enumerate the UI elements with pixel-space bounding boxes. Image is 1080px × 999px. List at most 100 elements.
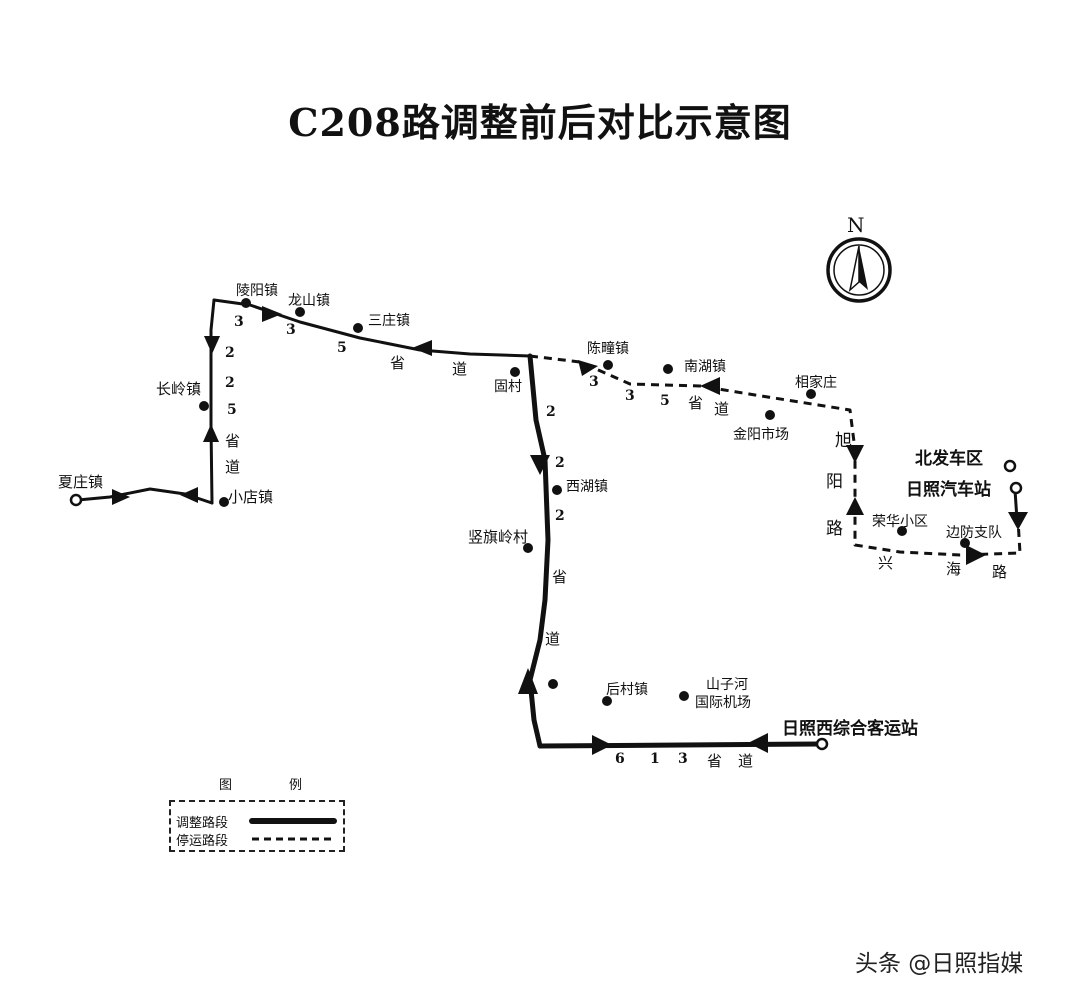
station-dot [679,691,689,701]
route-s222 [527,353,551,749]
road-label: 5 [337,340,347,356]
road-label: 3 [286,322,296,338]
watermark: 头条 @日照指媒 [855,951,1024,977]
road-label: 3 [625,388,635,404]
station-dot [199,401,209,411]
arrow-icon [846,445,864,463]
station-label: 竖旗岭村 [468,528,529,546]
road-label: 道 [714,400,730,418]
station-dot [523,543,533,553]
legend-adjusted-label: 调整路段 [176,816,229,831]
station-label: 陵阳镇 [236,283,278,299]
road-label: 3 [234,314,244,330]
arrow-icon [262,306,282,322]
station-label: 西湖镇 [566,479,608,495]
station-label: 北发车区 [915,449,983,469]
road-label: 3 [678,751,688,767]
station-label: 山子河 [706,677,748,693]
station-label: 南湖镇 [684,359,726,375]
station-label: 相家庄 [795,375,837,391]
station-label: 夏庄镇 [58,473,104,491]
road-label: 旭 [835,431,852,451]
arrow-icon [412,340,432,356]
road-label: 2 [225,345,235,361]
road-label: 省 [552,568,568,586]
legend-title: 图 [219,778,233,793]
station-dot [897,526,907,536]
arrow-icon [846,497,864,515]
arrow-icon [748,733,768,753]
route-s225 [209,298,216,505]
road-label: 阳 [826,472,843,492]
station-label: 荣华小区 [872,514,928,530]
legend-title: 例 [289,778,303,793]
station-dot [295,307,305,317]
station-dot [552,485,562,495]
road-label: 省 [225,432,241,450]
arrow-icon [204,336,220,354]
terminal-dot [815,737,829,751]
station-label: 陈疃镇 [587,341,629,357]
road-label: 兴 [878,554,894,572]
station-dot [765,410,775,420]
station-dot [960,538,970,548]
station-dot [219,497,229,507]
road-label: 道 [452,360,468,378]
station-dot [241,298,251,308]
compass-icon [826,237,892,303]
road-label: 路 [826,519,843,539]
road-label: 省 [707,752,723,770]
road-label: 5 [227,402,237,418]
road-label: 6 [615,751,625,767]
arrow-icon [180,487,198,503]
arrow-icon [518,668,538,694]
road-label: 道 [225,458,241,476]
road-label: 2 [225,375,235,391]
station-label: 金阳市场 [733,427,789,443]
road-label: 道 [545,630,561,648]
legend-suspended-label: 停运路段 [176,834,229,849]
road-label: 3 [589,374,599,390]
terminal-dot [1009,481,1023,495]
arrow-icon [700,377,720,395]
road-label: 2 [555,455,565,471]
station-dot [663,364,673,374]
station-dot [806,389,816,399]
station-dot [353,323,363,333]
road-label: 海 [946,560,962,578]
station-dot [602,696,612,706]
station-dot [548,679,558,689]
road-label: 省 [688,394,704,412]
station-label: 三庄镇 [368,313,410,329]
arrow-icon [203,424,219,442]
station-label: 后村镇 [606,682,648,698]
arrow-icon [966,545,986,565]
road-label: 2 [546,404,556,420]
arrow-icon [530,455,550,475]
compass-label: N [847,213,865,237]
route-s613 [537,741,823,749]
legend-box [169,800,345,852]
page-title: C208路调整前后对比示意图 [288,100,792,145]
road-label: 1 [650,751,660,767]
terminal-dot [69,493,83,507]
arrow-icon [112,489,130,505]
terminal-dot [1003,459,1017,473]
station-label: 小店镇 [228,488,274,506]
station-label: 国际机场 [695,695,751,711]
station-label: 龙山镇 [288,293,330,309]
arrow-icon [592,735,612,755]
road-label: 道 [738,752,754,770]
station-label: 固村 [494,379,522,395]
station-dot [603,360,613,370]
station-dot [510,367,520,377]
road-label: 5 [660,393,670,409]
arrow-icon [578,360,598,376]
station-label: 日照汽车站 [906,480,991,500]
road-label: 2 [555,508,565,524]
station-label: 边防支队 [946,525,1002,541]
road-label: 路 [992,563,1008,581]
station-label: 日照西综合客运站 [782,719,918,739]
station-label: 长岭镇 [156,380,202,398]
